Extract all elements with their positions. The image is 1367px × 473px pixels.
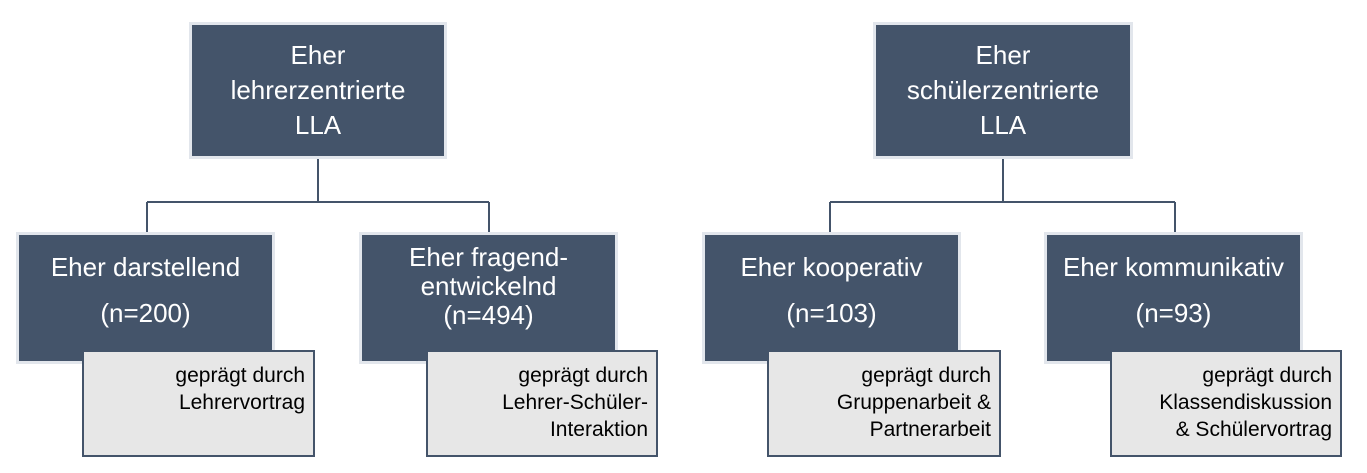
right-child-1-count: (n=103) [786, 298, 877, 328]
right-root-label: Eher schülerzentrierte LLA [906, 40, 1100, 140]
left-child-2-count: (n=494) [443, 300, 534, 330]
left-child-1-detail: geprägt durch Lehrervortrag [82, 350, 315, 457]
left-child-1-label: Eher darstellend [50, 252, 241, 282]
right-root-node: Eher schülerzentrierte LLA [873, 22, 1133, 159]
left-root-label: Eher lehrerzentrierte LLA [230, 40, 406, 140]
left-child-2-node: Eher fragend- entwickelnd (n=494) [359, 232, 618, 364]
left-child-1-node: Eher darstellend (n=200) [16, 232, 275, 364]
left-connector [146, 156, 490, 232]
left-root-node: Eher lehrerzentrierte LLA [189, 22, 447, 159]
left-child-2-detail: geprägt durch Lehrer-Schüler- Interaktio… [426, 350, 658, 457]
left-child-1-count: (n=200) [100, 298, 191, 328]
left-child-2-label: Eher fragend- entwickelnd [409, 242, 568, 301]
right-child-2-count: (n=93) [1135, 298, 1212, 328]
right-child-2-node: Eher kommunikativ (n=93) [1044, 232, 1303, 364]
right-child-2-detail: geprägt durch Klassendiskussion & Schüle… [1110, 350, 1342, 457]
right-connector [829, 156, 1176, 232]
right-child-2-label: Eher kommunikativ [1062, 252, 1285, 282]
right-child-1-detail: geprägt durch Gruppenarbeit & Partnerarb… [767, 350, 1001, 457]
right-child-1-label: Eher kooperativ [740, 252, 923, 282]
right-child-1-node: Eher kooperativ (n=103) [702, 232, 961, 364]
